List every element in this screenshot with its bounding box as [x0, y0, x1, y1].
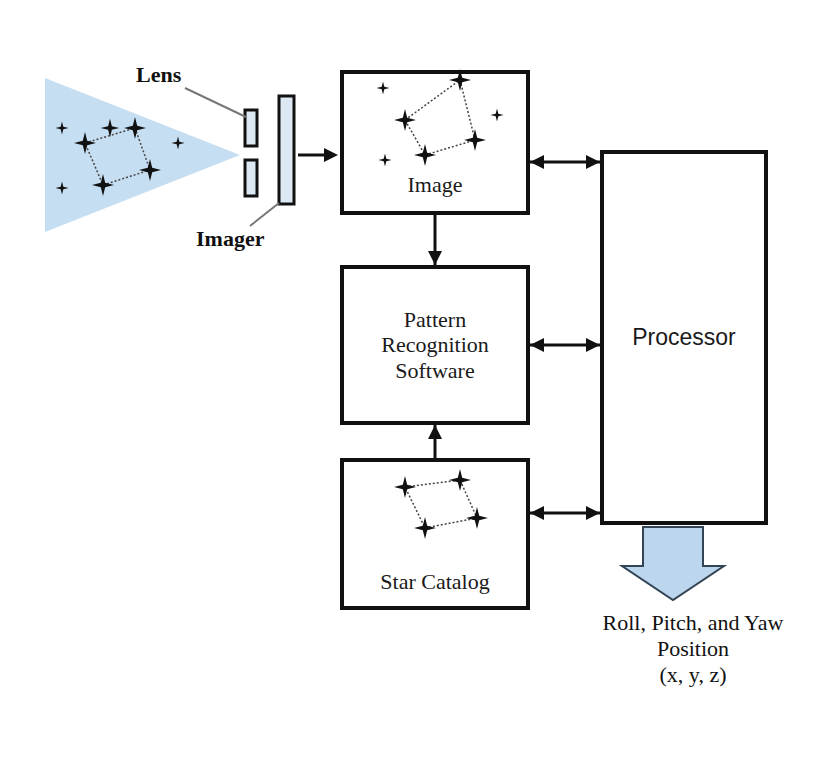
data-arrow	[434, 215, 437, 265]
star	[414, 517, 436, 539]
star	[378, 153, 391, 166]
star	[464, 129, 486, 151]
star	[139, 159, 161, 181]
box-label: Processor	[632, 324, 736, 350]
imager-plate	[279, 96, 294, 204]
star	[376, 81, 389, 94]
output-label: (x, y, z)	[588, 662, 798, 688]
part-label: Imager	[196, 226, 296, 252]
process-box: Pattern Recognition Software	[340, 265, 530, 425]
part-label: Lens	[136, 62, 216, 88]
leader-line	[185, 88, 246, 117]
constellation-lines	[405, 80, 475, 155]
process-box: Image	[340, 70, 530, 215]
box-label: Star Catalog	[380, 569, 489, 594]
arrow-line	[298, 154, 326, 157]
star	[490, 108, 503, 121]
data-arrow	[530, 512, 600, 515]
star	[74, 132, 96, 154]
process-box: Star Catalog	[340, 458, 530, 610]
star	[92, 174, 114, 196]
box-label: Pattern Recognition Software	[370, 307, 500, 383]
box-label: Image	[408, 172, 463, 197]
star	[466, 507, 488, 529]
lens-element	[245, 160, 257, 196]
star	[449, 69, 471, 91]
star	[414, 144, 436, 166]
star	[55, 121, 68, 134]
constellation-lines	[85, 128, 150, 185]
star	[171, 136, 184, 149]
star	[394, 476, 416, 498]
star	[55, 181, 68, 194]
data-arrow	[530, 161, 600, 164]
data-arrow	[434, 425, 437, 458]
processor-box: Processor	[600, 150, 768, 525]
arrow-head	[324, 148, 338, 162]
star	[449, 469, 471, 491]
star	[124, 117, 146, 139]
output-arrow	[622, 527, 724, 600]
constellation-lines	[405, 480, 477, 528]
star	[394, 109, 416, 131]
lens-element	[245, 110, 257, 146]
data-arrow	[530, 344, 600, 347]
output-label: Roll, Pitch, and Yaw Position	[588, 610, 798, 663]
star	[101, 119, 120, 138]
leader-line	[250, 203, 279, 226]
